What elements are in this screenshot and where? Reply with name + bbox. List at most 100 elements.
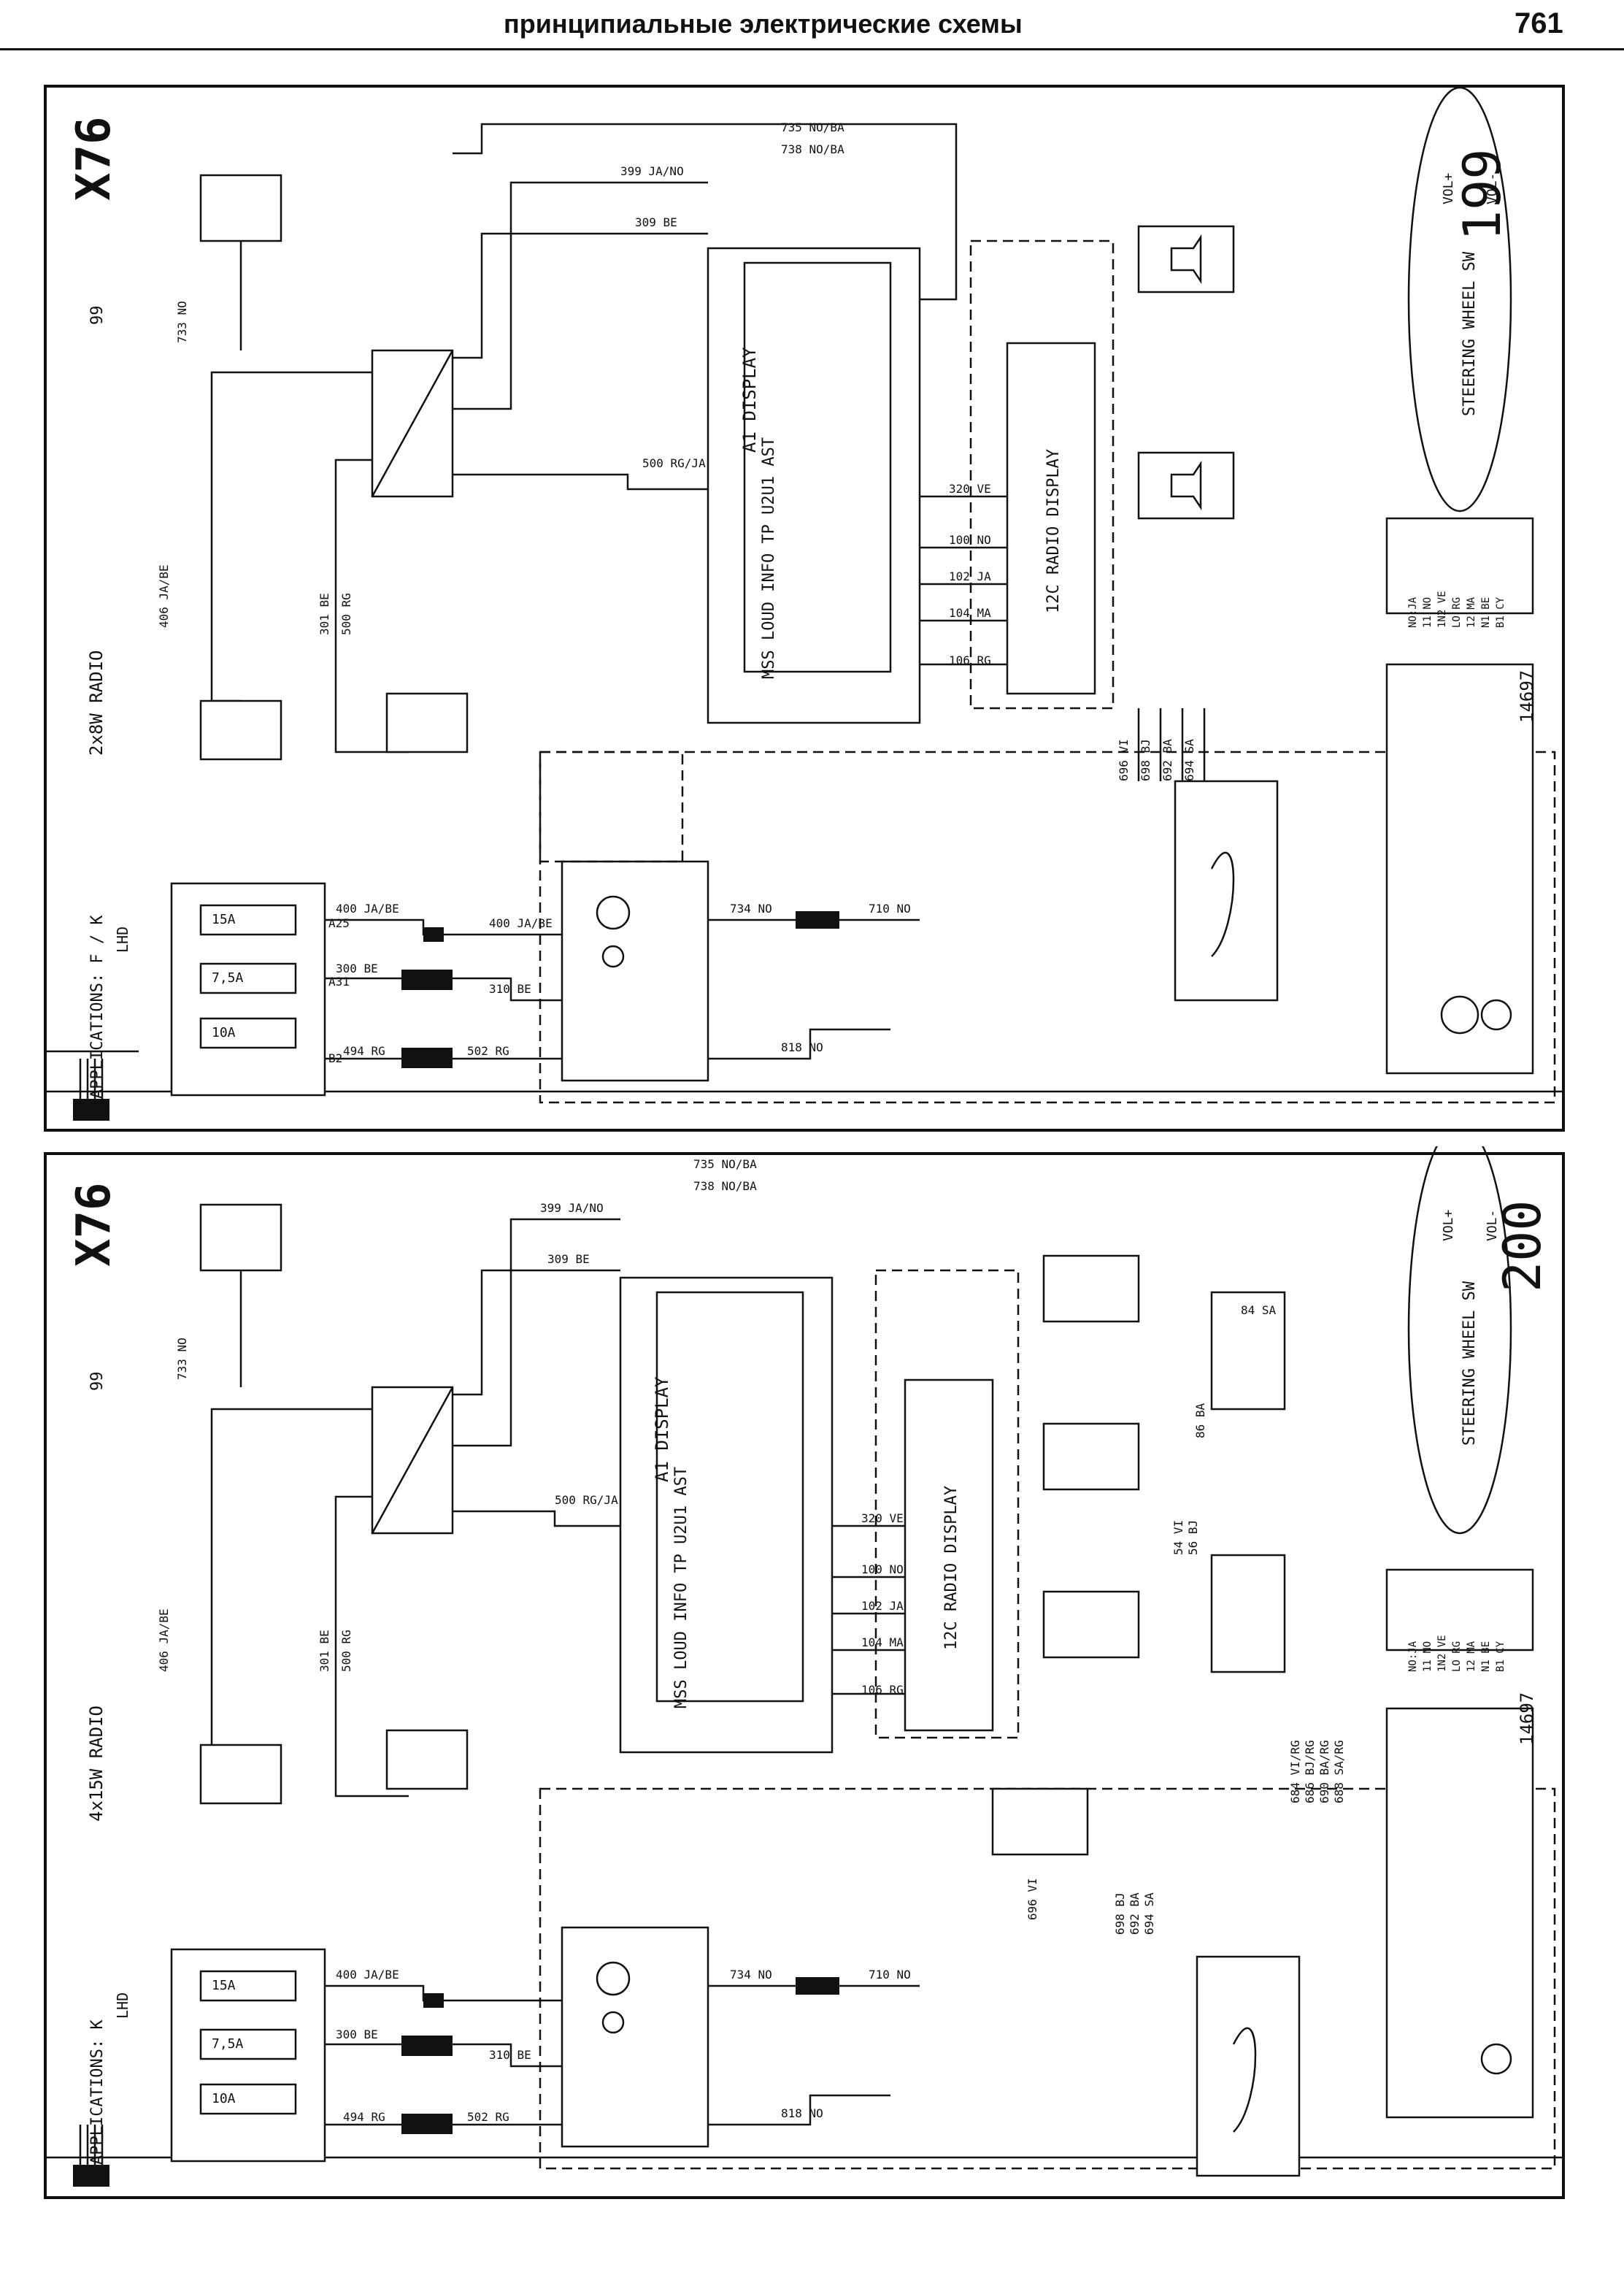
- diagram-panel-4x15w: X76 99 4x15W RADIO APPLICATIONS: K LHD 1…: [44, 1146, 1565, 2199]
- svg-text:300 BE: 300 BE: [336, 2028, 378, 2041]
- svg-text:698 BJ: 698 BJ: [1139, 739, 1152, 781]
- svg-text:15A: 15A: [212, 1978, 236, 1993]
- handwritten-number: 200: [1493, 1200, 1552, 1292]
- svg-text:710 NO: 710 NO: [869, 902, 911, 916]
- speaker-254: [1137, 451, 1235, 520]
- steering-vol-down: VOL-: [1485, 173, 1500, 204]
- svg-text:A25: A25: [328, 916, 350, 930]
- steering-wheel-sw: [1407, 86, 1512, 513]
- svg-text:735 NO/BA: 735 NO/BA: [693, 1157, 757, 1171]
- a1-display: [707, 247, 921, 724]
- speaker-190: [1042, 1422, 1140, 1491]
- component-125: [199, 1203, 282, 1272]
- handwritten-number: 199: [1452, 149, 1512, 241]
- svg-text:54 VI: 54 VI: [1171, 1520, 1185, 1555]
- radio-display-title: 12C RADIO DISPLAY: [942, 1486, 961, 1650]
- svg-text:106 RG: 106 RG: [861, 1683, 904, 1697]
- steering-vol-up: VOL+: [1441, 172, 1456, 204]
- svg-text:102 JA: 102 JA: [861, 1599, 904, 1613]
- panel-code: X76: [67, 1182, 121, 1267]
- svg-text:NO:JA: NO:JA: [1407, 1641, 1419, 1672]
- speaker-254: [991, 1787, 1089, 1856]
- page-header: принципиальные электрические схемы 761: [0, 0, 1624, 50]
- svg-text:733 NO: 733 NO: [175, 1338, 189, 1380]
- connector-bc: [401, 2114, 453, 2134]
- diagram-panel-2x8w: X76 99 2x8W RADIO APPLICATIONS: F / K LH…: [44, 85, 1565, 1132]
- amplifier: [1196, 1955, 1301, 2177]
- panel-code-suffix: 99: [88, 306, 107, 326]
- relay-r1: [1210, 1291, 1286, 1411]
- svg-text:301 BE: 301 BE: [318, 593, 331, 635]
- svg-text:400 JA/BE: 400 JA/BE: [336, 902, 399, 916]
- panel-applications: APPLICATIONS: K: [88, 2019, 107, 2165]
- svg-text:10A: 10A: [212, 2091, 236, 2106]
- svg-text:406 JA/BE: 406 JA/BE: [157, 1608, 171, 1672]
- svg-text:B1 CY: B1 CY: [1495, 596, 1506, 628]
- svg-text:15A: 15A: [212, 912, 236, 927]
- svg-text:400 JA/BE: 400 JA/BE: [489, 916, 553, 930]
- doc-number: 14697: [1517, 670, 1537, 723]
- connector-s1: [423, 927, 444, 942]
- svg-text:818 NO: 818 NO: [781, 2106, 823, 2120]
- svg-text:N1 BE: N1 BE: [1480, 1641, 1492, 1672]
- connector-m1: [796, 1977, 839, 1995]
- component-319: [385, 1729, 469, 1790]
- svg-text:100 NO: 100 NO: [861, 1562, 904, 1576]
- svg-text:12 MA: 12 MA: [1466, 1641, 1477, 1672]
- panel-drive: LHD: [114, 1992, 131, 2019]
- speaker-253: [1137, 225, 1235, 294]
- svg-text:B1 CY: B1 CY: [1495, 1641, 1506, 1672]
- amplifier: [1174, 780, 1279, 1002]
- panel-title: 2x8W RADIO: [86, 651, 107, 756]
- svg-text:734 NO: 734 NO: [730, 902, 772, 916]
- svg-text:104 MA: 104 MA: [861, 1635, 904, 1649]
- svg-text:A31: A31: [328, 975, 350, 989]
- svg-text:500 RG: 500 RG: [339, 593, 353, 635]
- svg-text:698 BJ: 698 BJ: [1113, 1892, 1127, 1935]
- steering-title: STEERING WHEEL SW: [1461, 1281, 1479, 1446]
- svg-text:84 SA: 84 SA: [1241, 1303, 1277, 1317]
- svg-text:1N2 VE: 1N2 VE: [1436, 1635, 1448, 1672]
- svg-text:500 RG: 500 RG: [339, 1630, 353, 1672]
- svg-text:500 RG/JA: 500 RG/JA: [642, 456, 706, 470]
- display-title: A1 DISPLAY: [739, 347, 760, 453]
- svg-text:688 SA/RG: 688 SA/RG: [1332, 1740, 1346, 1803]
- relay-r2: [1210, 1554, 1286, 1673]
- svg-text:692 BA: 692 BA: [1128, 1892, 1142, 1935]
- display-segments: MSS LOUD INFO TP U2U1 AST: [760, 437, 778, 679]
- svg-text:734 NO: 734 NO: [730, 1968, 772, 1982]
- svg-text:738 NO/BA: 738 NO/BA: [693, 1179, 757, 1193]
- component-853: [199, 1743, 282, 1805]
- doc-number: 14697: [1517, 1692, 1537, 1745]
- svg-text:N1 BE: N1 BE: [1480, 597, 1492, 628]
- steering-title: STEERING WHEEL SW: [1461, 251, 1479, 416]
- svg-text:310 BE: 310 BE: [489, 2048, 531, 2062]
- svg-text:399 JA/NO: 399 JA/NO: [620, 164, 684, 178]
- svg-text:LO RG: LO RG: [1451, 597, 1463, 628]
- steering-module: [1385, 663, 1534, 1075]
- svg-text:309 BE: 309 BE: [547, 1252, 590, 1266]
- steering-vol-down: VOL-: [1485, 1210, 1500, 1241]
- a1-display: [619, 1276, 834, 1754]
- steering-module: [1385, 1707, 1534, 2119]
- svg-text:502 RG: 502 RG: [467, 1044, 509, 1058]
- component-853: [199, 699, 282, 761]
- svg-text:694 SA: 694 SA: [1182, 739, 1196, 781]
- display-segments: MSS LOUD INFO TP U2U1 AST: [672, 1467, 690, 1708]
- radio-display-12c: [904, 1378, 994, 1732]
- svg-text:406 JA/BE: 406 JA/BE: [157, 564, 171, 628]
- svg-text:696 VI: 696 VI: [1117, 739, 1131, 781]
- svg-text:686 BJ/RG: 686 BJ/RG: [1303, 1740, 1317, 1803]
- steering-vol-up: VOL+: [1441, 1209, 1456, 1241]
- connector-m1: [796, 911, 839, 929]
- page-number: 761: [1515, 7, 1563, 39]
- module-261: [561, 860, 709, 1082]
- svg-text:NO:JA: NO:JA: [1407, 596, 1419, 628]
- svg-text:818 NO: 818 NO: [781, 1040, 823, 1054]
- connector-s1: [423, 1993, 444, 2008]
- svg-text:7,5A: 7,5A: [212, 2036, 244, 2052]
- svg-text:690 BA/RG: 690 BA/RG: [1317, 1740, 1331, 1803]
- svg-text:738 NO/BA: 738 NO/BA: [781, 142, 844, 156]
- svg-text:733 NO: 733 NO: [175, 301, 189, 343]
- svg-text:710 NO: 710 NO: [869, 1968, 911, 1982]
